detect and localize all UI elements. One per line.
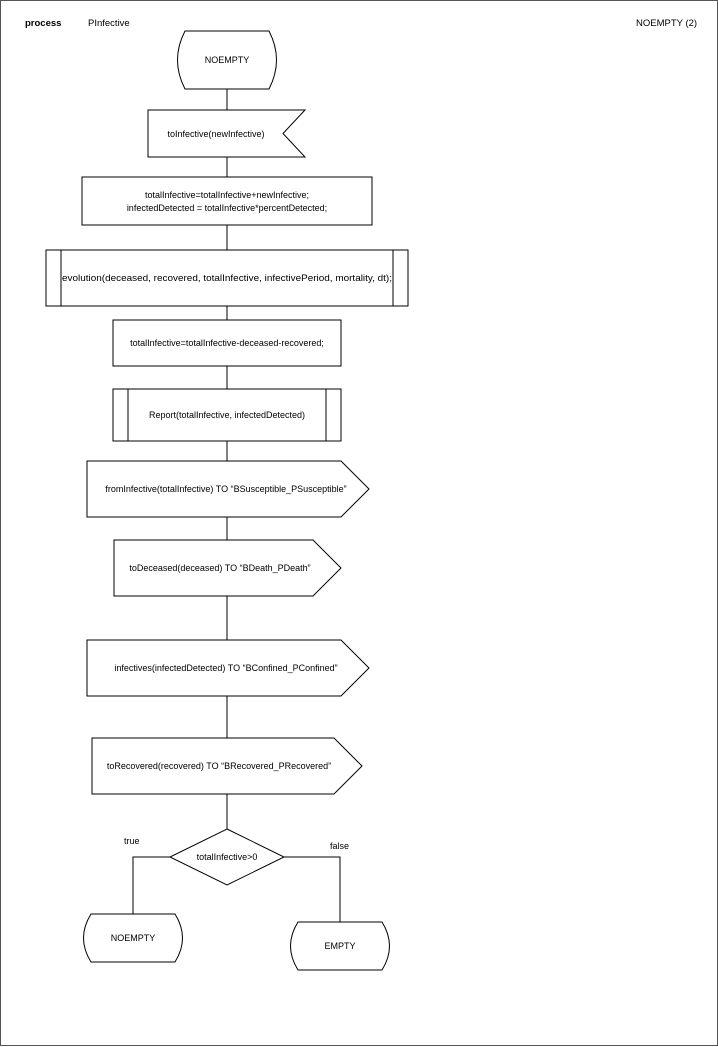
procedure-call-2-label: Report(totalInfective, infectedDetected): [149, 410, 305, 420]
decision-shape: [168, 828, 286, 886]
procedure-call-1-label: evolution(deceased, recovered, totalInfe…: [62, 273, 392, 283]
task-1-shape: [81, 176, 373, 226]
false-branch-label: false: [330, 841, 349, 851]
decision-label: totalInfective>0: [197, 852, 258, 862]
process-name: PInfective: [88, 18, 130, 29]
output-3-label: infectives(infectedDetected) TO “BConfin…: [114, 663, 337, 673]
output-2-label: toDeceased(deceased) TO “BDeath_PDeath”: [129, 563, 310, 573]
task-1-line-2: infectedDetected = totalInfective*percen…: [127, 203, 327, 213]
output-3-shape: [86, 639, 370, 697]
next-state-false-label: EMPTY: [324, 941, 355, 951]
next-state-true-shape: [83, 913, 183, 963]
true-branch-label: true: [124, 836, 140, 846]
flow-lines: [132, 89, 341, 922]
output-1-label: fromInfective(totalInfective) TO “BSusce…: [105, 484, 346, 494]
task-2-label: totalInfective=totalInfective-deceased-r…: [130, 338, 324, 348]
input-signal-label: toInfective(newInfective): [167, 129, 264, 139]
start-state-label: NOEMPTY: [205, 55, 250, 65]
next-state-false-shape: [290, 921, 390, 971]
page-reference: NOEMPTY (2): [636, 18, 698, 29]
output-1-shape: [86, 460, 370, 518]
start-state-shape: [177, 30, 277, 90]
procedure-call-1-shape: [45, 249, 409, 307]
procedure-call-2-shape: [112, 388, 342, 442]
output-4-shape: [91, 737, 363, 795]
task-2-shape: [112, 319, 342, 367]
output-2-shape: [113, 539, 342, 597]
output-4-label: toRecovered(recovered) TO “BRecovered_PR…: [107, 761, 331, 771]
process-keyword: process: [25, 18, 62, 29]
next-state-true-label: NOEMPTY: [111, 933, 156, 943]
input-signal-shape: [147, 109, 307, 158]
task-1-line-1: totalInfective=totalInfective+newInfecti…: [145, 190, 309, 200]
